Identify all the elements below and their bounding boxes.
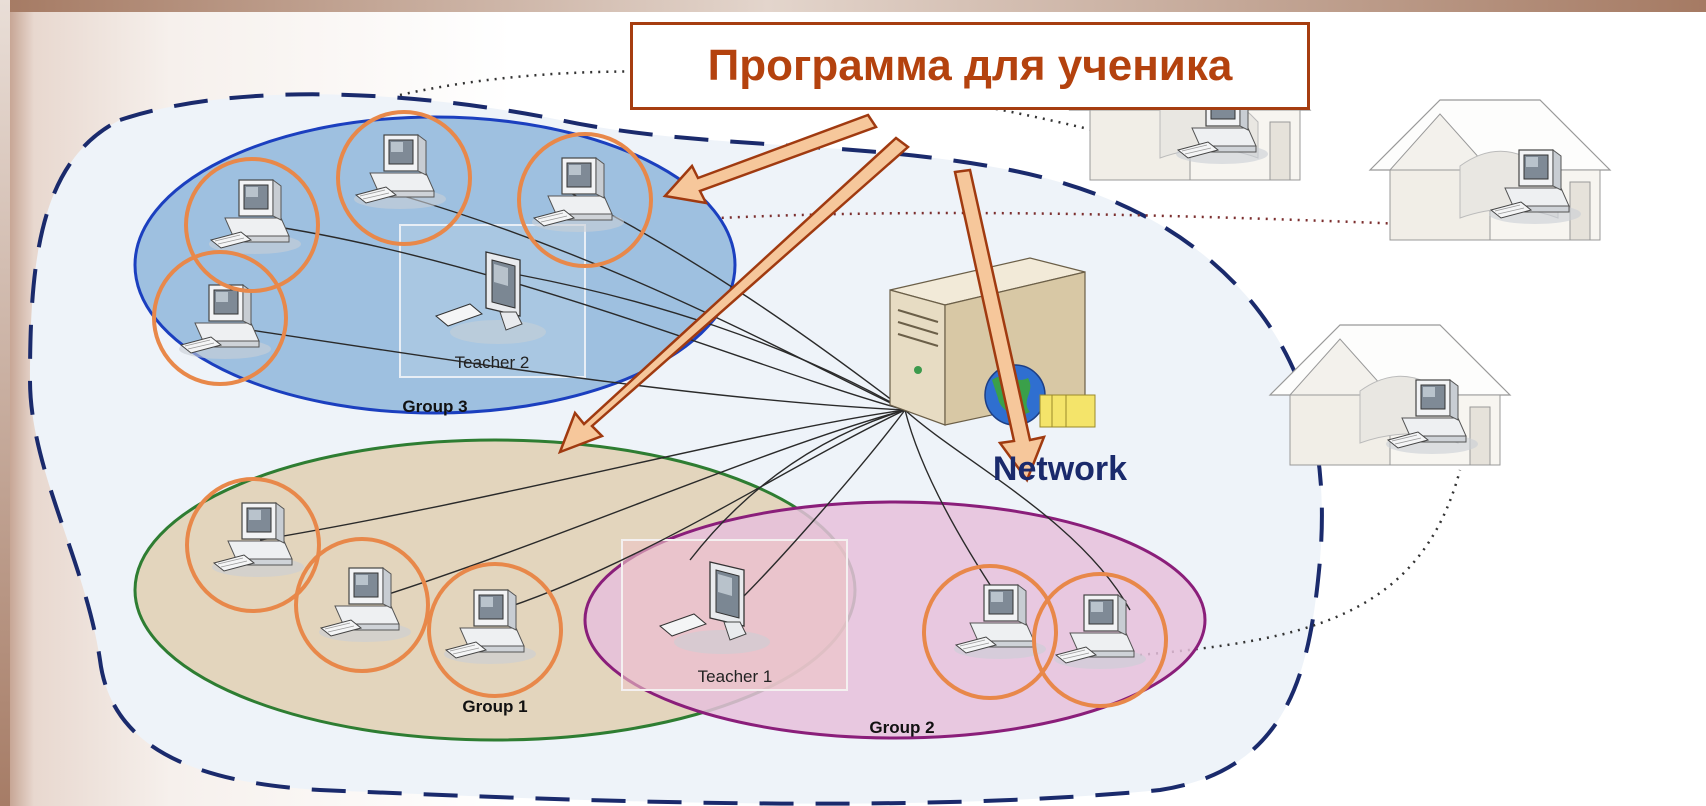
network-label: Network [993, 450, 1127, 488]
teacher1-label: Teacher 1 [698, 667, 773, 686]
page-title: Программа для ученика [707, 41, 1233, 90]
group1-label: Group 1 [462, 697, 527, 716]
dotted-link-house-2 [649, 211, 1501, 230]
top-accent-bar [0, 0, 1706, 12]
left-accent-bar [0, 0, 10, 806]
teacher2-label: Teacher 2 [455, 353, 530, 372]
group2-label: Group 2 [869, 718, 934, 737]
student-highlights [152, 110, 1168, 708]
pointer-arrows [557, 113, 1047, 483]
network-cables [249, 189, 1131, 611]
group3-label: Group 3 [402, 397, 467, 416]
title-box: Программа для ученика [630, 22, 1310, 110]
